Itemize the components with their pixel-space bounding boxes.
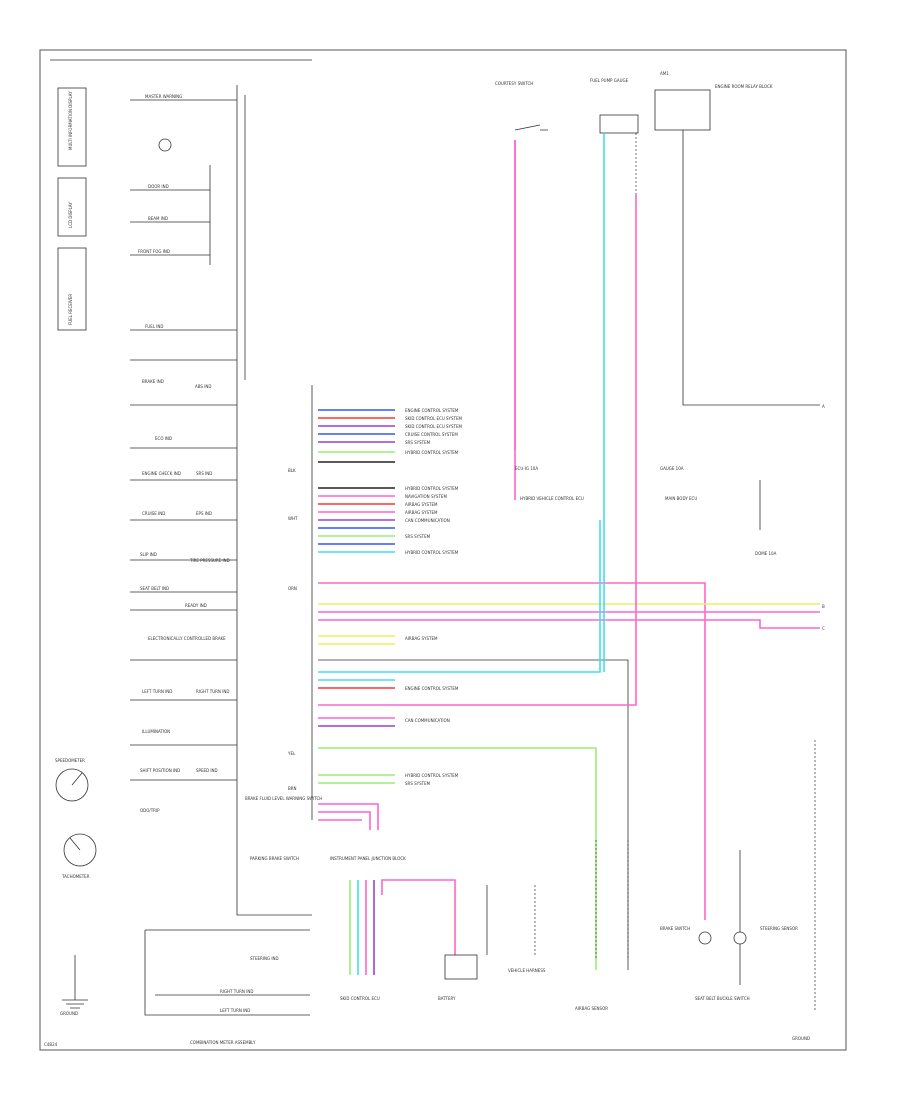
- electronically-controlled-label: ELECTRONICALLY CONTROLLED BRAKE: [148, 636, 226, 641]
- front-fog-ind-label: FRONT FOG IND: [138, 249, 170, 254]
- signal-15: ENGINE CONTROL SYSTEM: [405, 686, 459, 691]
- illumination-label: ILLUMINATION: [142, 729, 170, 734]
- signal-7: HYBRID CONTROL SYSTEM: [405, 486, 459, 491]
- speed-ind-label: SPEED IND: [196, 768, 218, 773]
- right-edge-b: B: [822, 604, 825, 609]
- right-edge-c: C: [822, 626, 825, 631]
- top-components: COURTESY SWITCH FUEL PUMP GAUGE AM1 ENGI…: [495, 71, 825, 672]
- left-turn-wire-label: LEFT TURN IND: [220, 1008, 250, 1013]
- signal-12: SRS SYSTEM: [405, 534, 431, 539]
- engine-room-relay-label: ENGINE ROOM RELAY BLOCK: [715, 84, 773, 89]
- fuel-receiver-box: [57, 247, 87, 331]
- lcd-display-box: [57, 177, 87, 237]
- ecu-ig-label: ECU-IG 10A: [515, 466, 538, 471]
- seat-belt-sensor: [733, 931, 747, 945]
- right-turn-wire-label: RIGHT TURN IND: [220, 989, 253, 994]
- seat-belt-ind-label: SEAT BELT IND: [140, 586, 169, 591]
- engine-check-ind-label: ENGINE CHECK IND: [142, 471, 181, 476]
- shift-ind-label: SHIFT POSITION IND: [140, 768, 180, 773]
- courtesy-switch-label: COURTESY SWITCH: [495, 81, 533, 86]
- lcd-display-label: LCD DISPLAY: [68, 202, 73, 228]
- wire-code-3: ORN: [288, 586, 297, 591]
- master-warning-label: MASTER WARNING: [145, 94, 182, 99]
- speedometer-label: SPEEDOMETER: [55, 758, 85, 763]
- signal-13: HYBRID CONTROL SYSTEM: [405, 550, 459, 555]
- signal-2: SKID CONTROL ECU SYSTEM: [405, 416, 463, 421]
- master-warning-lamp: [158, 138, 172, 152]
- bottom-components: INSTRUMENT PANEL JUNCTION BLOCK SKID CON…: [330, 740, 816, 1041]
- battery-box: [444, 954, 478, 980]
- signal-17: HYBRID CONTROL SYSTEM: [405, 773, 459, 778]
- brake-switch-label: BRAKE SWITCH: [660, 926, 690, 931]
- battery-label: BATTERY: [438, 996, 456, 1001]
- right-turn-ind-label: RIGHT TURN IND: [196, 689, 229, 694]
- wire-code-4: YEL: [287, 751, 296, 756]
- ready-ind-label: READY IND: [185, 603, 207, 608]
- tachometer-label: TACHOMETER: [61, 874, 90, 879]
- diagram-frame: [39, 49, 847, 1051]
- abs-ind-label: ABS IND: [195, 384, 211, 389]
- multi-info-display-box: [57, 87, 87, 167]
- srs-ind-label: SRS IND: [196, 471, 212, 476]
- signal-14: AIRBAG SYSTEM: [405, 636, 438, 641]
- cruise-ind-label: CRUISE IND: [142, 511, 165, 516]
- gauge-fuse-label: GAUGE 10A: [660, 466, 684, 471]
- wire-code-2: WHT: [288, 516, 298, 521]
- steering-sensor-label: STEERING SENSOR: [760, 926, 798, 931]
- cluster-title: COMBINATION METER ASSEMBLY: [190, 1040, 256, 1045]
- wire-code-5: BRN: [288, 786, 297, 791]
- brake-switch-sensor: [698, 931, 712, 945]
- signal-1: ENGINE CONTROL SYSTEM: [405, 408, 459, 413]
- eco-ind-label: ECO IND: [155, 436, 172, 441]
- signal-10: AIRBAG SYSTEM: [405, 510, 438, 515]
- signal-3: SKID CONTROL ECU SYSTEM: [405, 424, 463, 429]
- engine-room-relay-box: [654, 89, 711, 131]
- skid-control-ecu-label: SKID CONTROL ECU: [340, 996, 380, 1001]
- combination-meter: MULTI INFORMATION DISPLAY LCD DISPLAY FU…: [44, 59, 322, 1047]
- signal-11: CAN COMMUNICATION: [405, 518, 450, 523]
- tire-pressure-ind-label: TIRE PRESSURE IND: [189, 558, 230, 563]
- instrument-panel-jb-label: INSTRUMENT PANEL JUNCTION BLOCK: [330, 856, 406, 861]
- signal-4: CRUISE CONTROL SYSTEM: [405, 432, 458, 437]
- steering-label: STEERING IND: [250, 956, 279, 961]
- fuel-ind-label: FUEL IND: [145, 324, 164, 329]
- odometer-label: ODO/TRIP: [140, 808, 160, 813]
- fuel-receiver-label: FUEL RECEIVER: [68, 294, 73, 325]
- speedometer-gauge: [55, 768, 89, 802]
- main-body-ecu-label: MAIN BODY ECU: [665, 496, 697, 501]
- signal-18: SRS SYSTEM: [405, 781, 431, 786]
- multi-info-display-label: MULTI INFORMATION DISPLAY: [68, 91, 73, 150]
- slip-ind-label: SLIP IND: [140, 552, 157, 557]
- fuel-pump-gauge-label: FUEL PUMP GAUGE: [590, 78, 629, 83]
- center-connector: BLK WHT ORN YEL BRN ENGINE CONTROL SYSTE…: [287, 195, 820, 970]
- fuel-pump-gauge-box: [599, 114, 639, 134]
- page-code: C4B24: [44, 1042, 58, 1047]
- ground-left-label: GROUND: [60, 1011, 78, 1016]
- eps-ind-label: EPS IND: [196, 511, 212, 516]
- airbag-sensor-label: AIRBAG SENSOR: [575, 1006, 608, 1011]
- signal-9: AIRBAG SYSTEM: [405, 502, 438, 507]
- signal-6: HYBRID CONTROL SYSTEM: [405, 450, 459, 455]
- parking-brake-label: PARKING BRAKE SWITCH: [250, 856, 299, 861]
- ecu-hybrid-label: HYBRID VEHICLE CONTROL ECU: [520, 496, 584, 501]
- left-turn-ind-label: LEFT TURN IND: [142, 689, 172, 694]
- seat-belt-buckle-label: SEAT BELT BUCKLE SWITCH: [695, 996, 750, 1001]
- door-ind-label: DOOR IND: [148, 184, 169, 189]
- dome-fuse-label: DOME 10A: [755, 551, 777, 556]
- ground-label: GROUND: [792, 1036, 810, 1041]
- vehicle-harness-label: VEHICLE HARNESS: [508, 968, 546, 973]
- wire-code-1: BLK: [288, 468, 296, 473]
- tachometer-gauge: [63, 833, 97, 867]
- signal-5: SRS SYSTEM: [405, 440, 431, 445]
- brake-fluid-label: BRAKE FLUID LEVEL WARNING SWITCH: [245, 796, 322, 801]
- beam-ind-label: BEAM IND: [148, 216, 168, 221]
- fuse-am1: AM1: [660, 71, 669, 76]
- right-edge-a: A: [822, 404, 825, 409]
- signal-8: NAVIGATION SYSTEM: [405, 494, 447, 499]
- signal-16: CAN COMMUNICATION: [405, 718, 450, 723]
- brake-ind-label: BRAKE IND: [142, 379, 164, 384]
